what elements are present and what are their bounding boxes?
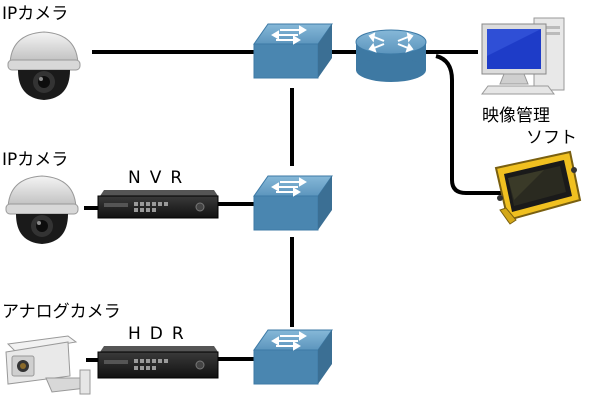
analog-camera-label: アナログカメラ xyxy=(2,302,121,322)
desktop-pc-icon xyxy=(481,17,565,95)
nvr-label: NVR xyxy=(128,168,192,188)
network-switch-1-icon xyxy=(253,23,333,79)
network-switch-3-icon xyxy=(253,329,333,385)
analog-camera-icon xyxy=(5,335,91,395)
software-label-line1: 映像管理 xyxy=(482,106,550,126)
router-icon xyxy=(355,29,427,82)
ip-camera-2-icon xyxy=(5,175,79,244)
network-switch-2-icon xyxy=(253,175,333,231)
hdr-label: HDR xyxy=(128,324,193,344)
connection-lines xyxy=(84,50,502,362)
nvr-device-icon xyxy=(97,190,219,219)
software-label-line2: ソフト xyxy=(526,128,577,148)
ip-camera-1-label: IPカメラ xyxy=(2,4,69,24)
hdr-device-icon xyxy=(97,346,219,379)
tablet-device-icon xyxy=(494,150,582,225)
line-router-tablet xyxy=(435,54,502,195)
ip-camera-2-label: IPカメラ xyxy=(2,150,69,170)
ip-camera-1-icon xyxy=(7,31,81,100)
